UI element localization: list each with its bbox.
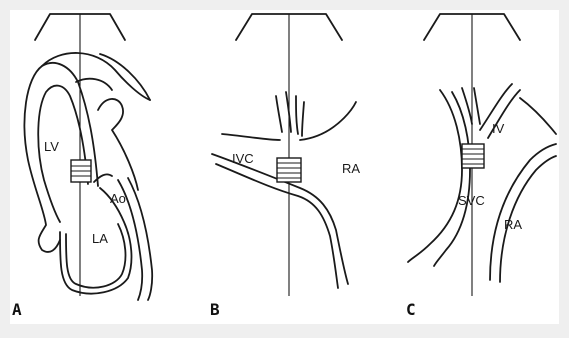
panel-a-aorta-descending-2 [128, 178, 152, 300]
panel-c-svc-left-wall [408, 90, 462, 262]
panel-b-vein-1 [276, 96, 282, 132]
panel-c-ra-upper-wall [520, 98, 556, 134]
label-ivc: IVC [232, 152, 254, 165]
panel-a-rv-band-inner [76, 79, 112, 90]
panel-b-ivc-upper-wall [222, 134, 280, 140]
panel-a-lv-outer-wall [24, 63, 98, 252]
panel-a-drawing [24, 14, 152, 300]
panel-c-svc-inner-wall [434, 92, 470, 266]
panel-b-vein-3 [296, 96, 298, 134]
label-ra-b: RA [342, 162, 360, 175]
panel-b-ra-wall [300, 102, 356, 140]
panel-c-drawing [408, 14, 556, 296]
label-ra-c: RA [504, 218, 522, 231]
panel-a-rv-band-top [100, 54, 150, 100]
panel-c-ra-arc-1 [490, 144, 556, 280]
panel-letter-b: B [210, 302, 220, 318]
panel-letter-a: A [12, 302, 22, 318]
label-iv: IV [492, 122, 504, 135]
panel-a-aorta-outer [98, 99, 138, 190]
label-la: LA [92, 232, 108, 245]
label-lv: LV [44, 140, 59, 153]
panel-c-iv-branch-2 [474, 88, 480, 124]
label-ao: Ao [110, 192, 126, 205]
panel-b-vein-4 [302, 102, 304, 136]
label-svc: SVC [458, 194, 485, 207]
panel-letter-c: C [406, 302, 416, 318]
